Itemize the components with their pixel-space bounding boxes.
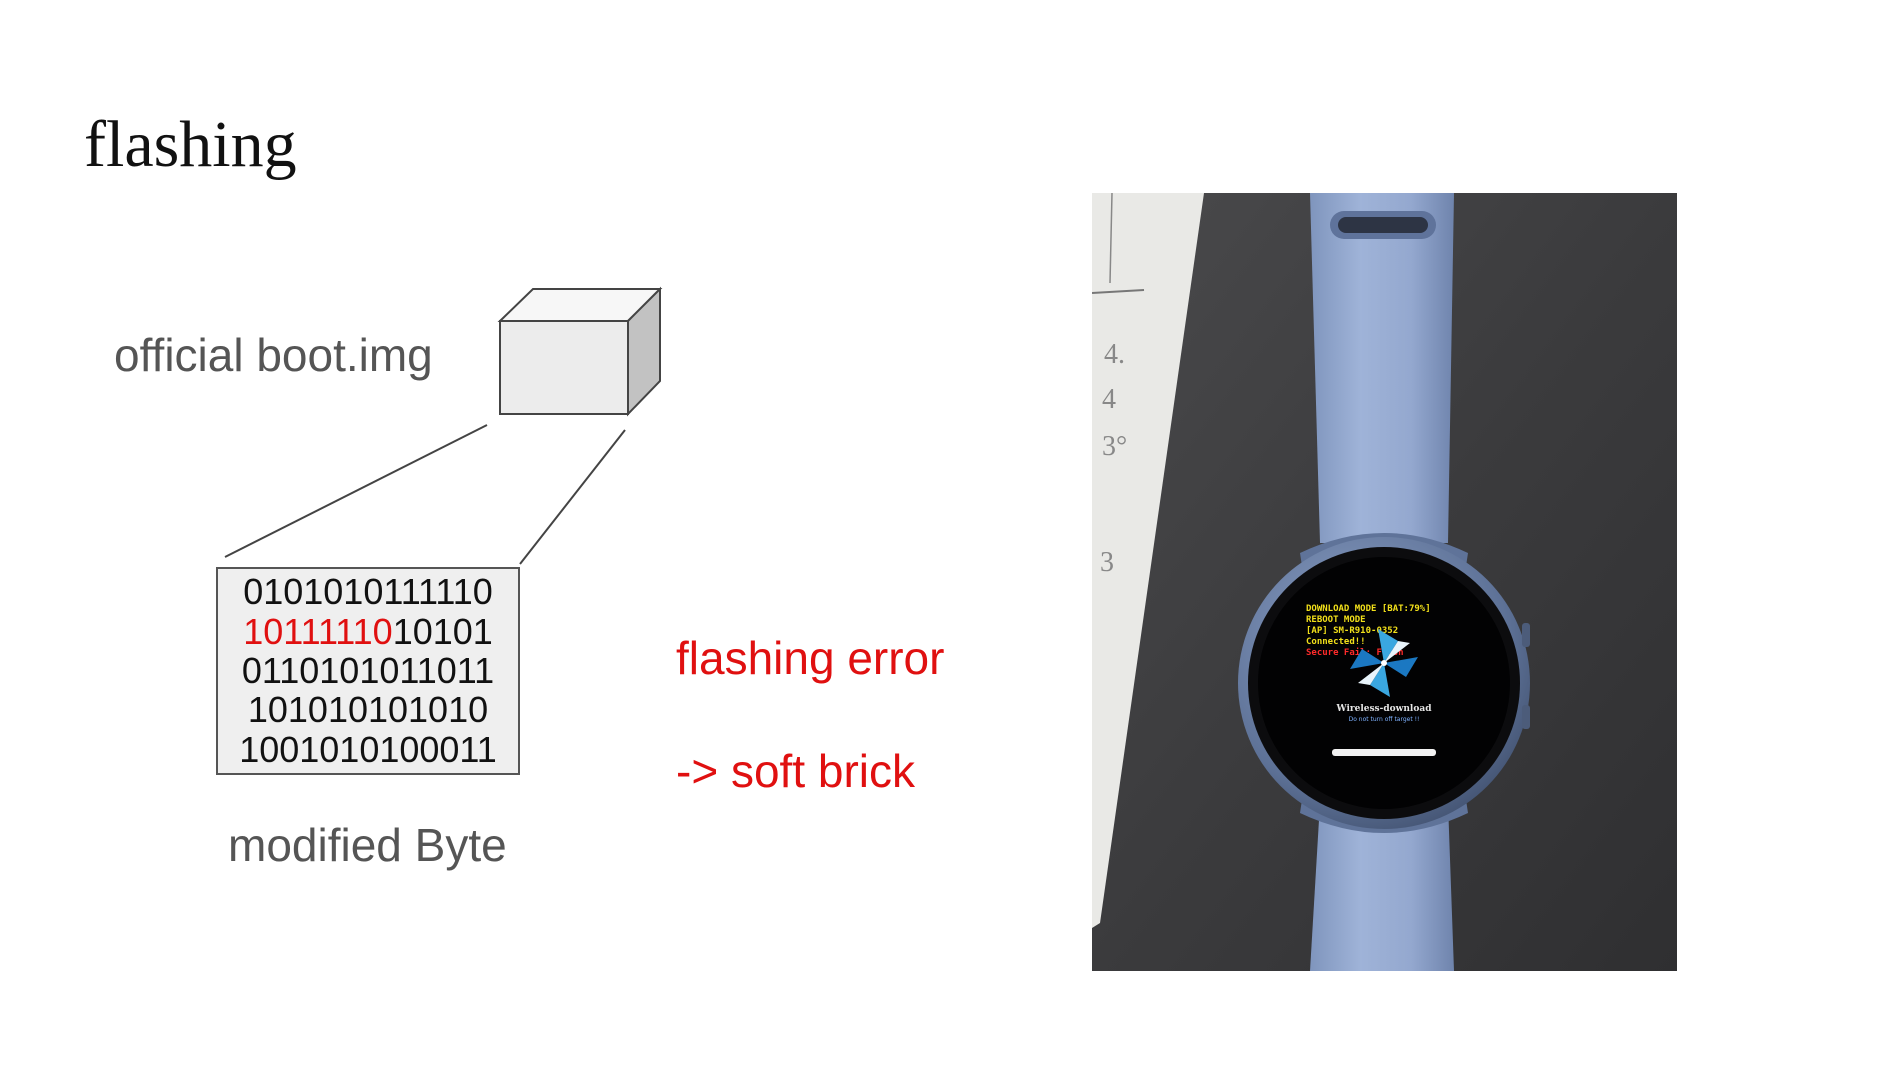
byte-row: 101010101010	[248, 692, 488, 728]
connector-line-left	[224, 424, 488, 558]
paper-mark: 4.	[1104, 339, 1125, 370]
byte-row-rest: 101010101010	[247, 689, 489, 731]
byte-row-rest: 1001010100011	[239, 728, 497, 770]
download-progress-bar	[1332, 749, 1436, 756]
pinwheel-logo-icon	[1350, 629, 1418, 697]
watch-photo-drawing: 4. 4 3° 3 DOWNLOAD MODE [BAT:79%] REBOOT…	[1092, 193, 1677, 971]
byte-row: 1011111010101	[243, 610, 493, 652]
paper-mark: 4	[1102, 384, 1116, 415]
byte-row: 0101010111110	[243, 574, 493, 610]
screen-line: REBOOT MODE	[1306, 615, 1366, 625]
cube-icon	[497, 286, 663, 417]
paper-mark: 3	[1100, 547, 1114, 578]
screen-line: [AP] SM-R910-0352	[1306, 626, 1398, 636]
byte-row-rest: 10101	[392, 610, 493, 652]
modified-byte-label: modified Byte	[228, 819, 507, 871]
modified-bytes-box: 0101010111110 1011111010101 011010101101…	[216, 567, 520, 775]
watch-photo: 4. 4 3° 3 DOWNLOAD MODE [BAT:79%] REBOOT…	[1092, 193, 1677, 971]
soft-brick-text: -> soft brick	[676, 745, 916, 797]
paper-sheet	[1092, 193, 1204, 928]
bottom-strap	[1310, 803, 1454, 971]
byte-row: 1001010100011	[239, 728, 497, 770]
flashing-error-text: flashing error	[676, 632, 945, 684]
slide-title: flashing	[84, 108, 297, 181]
byte-row-highlight: 10111110	[243, 610, 393, 652]
paper-mark: 3°	[1102, 431, 1127, 462]
byte-row-rest: 0110101011011	[241, 649, 495, 691]
screen-line: Secure Fail: Flash	[1306, 647, 1404, 658]
screen-line: Connected!!	[1306, 637, 1366, 647]
screen-footer: Wireless-download	[1336, 704, 1433, 714]
byte-row: 0110101011011	[241, 649, 495, 691]
byte-row-rest: 0101010111110	[243, 571, 493, 613]
top-strap	[1310, 193, 1454, 543]
screen-subfooter: Do not turn off target !!	[1349, 716, 1420, 723]
official-boot-img-label: official boot.img	[114, 329, 433, 381]
screen-line: DOWNLOAD MODE [BAT:79%]	[1306, 604, 1431, 614]
connector-line-right	[519, 429, 626, 565]
